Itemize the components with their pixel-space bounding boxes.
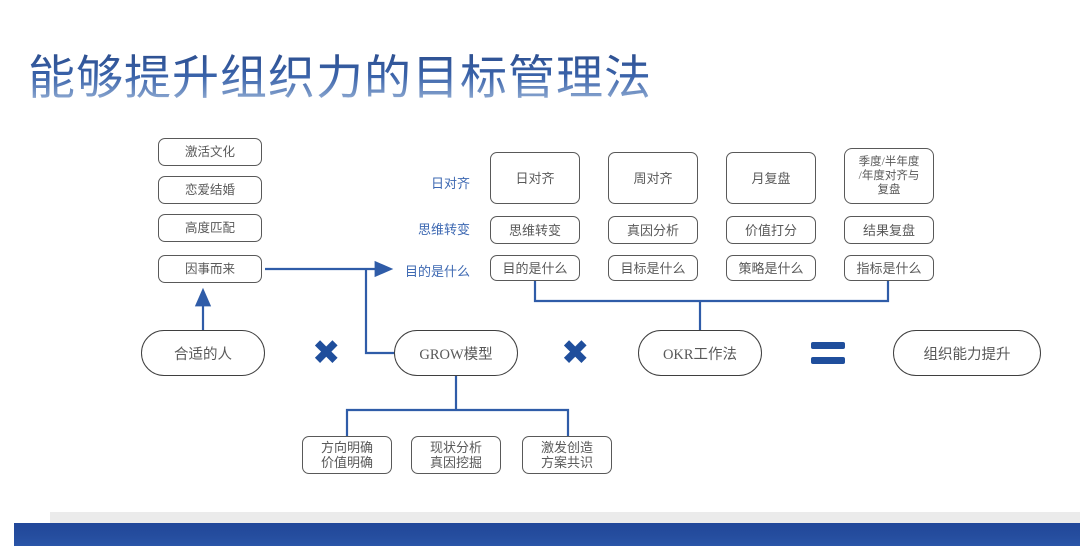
row-label-mindset-shift: 思维转变 [417, 222, 470, 237]
matrix-cell-2-0[interactable]: 目的是什么 [490, 255, 580, 281]
matrix-cell-0-0[interactable]: 日对齐 [490, 152, 580, 204]
matrix-cell-1-0[interactable]: 思维转变 [490, 216, 580, 244]
matrix-cell-2-3[interactable]: 指标是什么 [844, 255, 934, 281]
matrix-cell-0-1[interactable]: 周对齐 [608, 152, 698, 204]
operator-equals [811, 342, 845, 364]
grow-outcome-0[interactable]: 方向明确 价值明确 [302, 436, 392, 474]
operator-times-2: ✖ [561, 333, 590, 373]
left-item-3[interactable]: 因事而来 [158, 255, 262, 283]
page-title: 能够提升组织力的目标管理法 [28, 50, 652, 108]
matrix-cell-2-1[interactable]: 目标是什么 [608, 255, 698, 281]
equation-term-suitable-people[interactable]: 合适的人 [141, 330, 265, 376]
matrix-cell-1-2[interactable]: 价值打分 [726, 216, 816, 244]
matrix-cell-1-3[interactable]: 结果复盘 [844, 216, 934, 244]
left-item-1[interactable]: 恋爱结婚 [158, 176, 262, 204]
grow-outcome-2[interactable]: 激发创造 方案共识 [522, 436, 612, 474]
matrix-cell-2-2[interactable]: 策略是什么 [726, 255, 816, 281]
equals-bar-bottom [811, 357, 845, 364]
equation-term-grow-model[interactable]: GROW模型 [394, 330, 518, 376]
matrix-cell-1-1[interactable]: 真因分析 [608, 216, 698, 244]
grow-outcome-1[interactable]: 现状分析 真因挖掘 [411, 436, 501, 474]
equation-term-okr-method[interactable]: OKR工作法 [638, 330, 762, 376]
left-item-0[interactable]: 激活文化 [158, 138, 262, 166]
row-label-daily-align: 日对齐 [430, 176, 470, 191]
row-label-purpose: 目的是什么 [404, 264, 470, 279]
operator-times-1: ✖ [312, 333, 341, 373]
footer-gray-bar [50, 512, 1080, 524]
matrix-cell-0-2[interactable]: 月复盘 [726, 152, 816, 204]
left-item-2[interactable]: 高度匹配 [158, 214, 262, 242]
footer-blue-bar [14, 523, 1080, 546]
equals-bar-top [811, 342, 845, 349]
matrix-cell-0-3[interactable]: 季度/半年度 /年度对齐与 复盘 [844, 148, 934, 204]
equation-term-org-capability[interactable]: 组织能力提升 [893, 330, 1041, 376]
